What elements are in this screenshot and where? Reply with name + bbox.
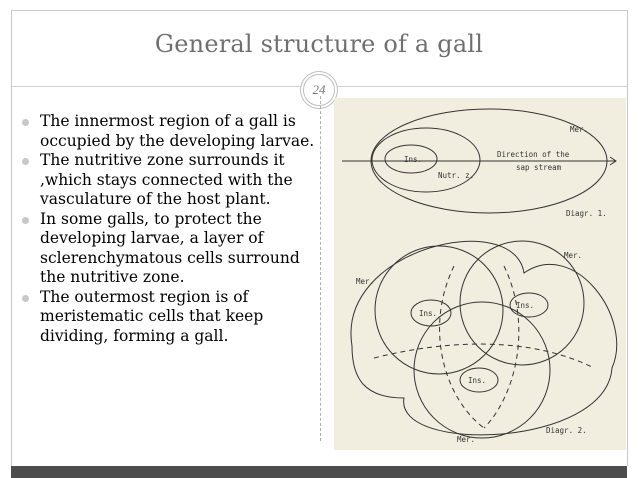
bullet-text: The innermost region of a gall is occupi… bbox=[40, 112, 315, 150]
label-ins-left: Ins. bbox=[419, 309, 437, 318]
bullet-item: In some galls, to protect the developing… bbox=[20, 210, 320, 288]
bullet-dot-icon bbox=[22, 216, 29, 224]
bullet-list: The innermost region of a gall is occupi… bbox=[20, 112, 320, 346]
larva-chamber-right bbox=[509, 292, 549, 318]
bullet-item: The outermost region is of meristematic … bbox=[20, 288, 320, 347]
bullet-text: The outermost region is of meristematic … bbox=[40, 287, 264, 345]
bullet-dot-icon bbox=[22, 294, 29, 302]
footer-bar bbox=[11, 466, 627, 478]
label-direction-1: Direction of the bbox=[497, 150, 570, 159]
diagram1-caption: Diagr. 1. bbox=[566, 209, 607, 218]
larval-chamber-ring bbox=[384, 144, 438, 174]
frame-right-border bbox=[627, 10, 628, 466]
label-mer-top-right: Mer. bbox=[564, 251, 582, 260]
bullet-dot-icon bbox=[22, 158, 29, 165]
label-direction-2: sap stream bbox=[516, 163, 562, 172]
label-ins-bottom: Ins. bbox=[468, 376, 486, 385]
gall-diagram-svg: Ins. Nutr. z. Mer. Direction of the sap … bbox=[342, 108, 618, 444]
bullet-item: The nutritive zone surrounds it ,which s… bbox=[20, 151, 320, 210]
slide-title: General structure of a gall bbox=[154, 30, 484, 58]
label-ins-1: Ins. bbox=[404, 155, 422, 164]
label-ins-right: Ins. bbox=[516, 301, 534, 310]
frame-left-border bbox=[11, 10, 12, 466]
gall-structure-figure: Ins. Nutr. z. Mer. Direction of the sap … bbox=[334, 98, 626, 450]
column-separator bbox=[320, 96, 321, 441]
nutritive-zone-ring bbox=[371, 127, 481, 193]
label-mer-top-left: Mer. bbox=[356, 277, 374, 286]
dashed-boundaries bbox=[373, 265, 595, 429]
frame-top-border bbox=[11, 10, 627, 11]
larva-chamber-left bbox=[410, 299, 452, 327]
chamber-circle-bottom bbox=[413, 301, 551, 439]
label-nutr: Nutr. z. bbox=[438, 171, 474, 180]
outer-gall-outline bbox=[350, 240, 618, 436]
bullet-item: The innermost region of a gall is occupi… bbox=[20, 112, 320, 151]
larva-chamber-bottom bbox=[459, 367, 499, 393]
diagram2-caption: Diagr. 2. bbox=[546, 426, 587, 435]
bullet-text: The nutritive zone surrounds it ,which s… bbox=[40, 151, 293, 208]
bullet-text: In some galls, to protect the developing… bbox=[40, 209, 300, 287]
chamber-circle-left bbox=[374, 245, 504, 375]
label-mer-bottom: Mer. bbox=[457, 435, 475, 444]
chamber-circle-right bbox=[459, 240, 585, 366]
sap-stream-arrow-icon bbox=[609, 156, 617, 166]
bullet-dot-icon bbox=[22, 119, 29, 126]
label-mer-1: Mer. bbox=[570, 125, 588, 134]
page-number-badge: 24 bbox=[303, 74, 335, 106]
